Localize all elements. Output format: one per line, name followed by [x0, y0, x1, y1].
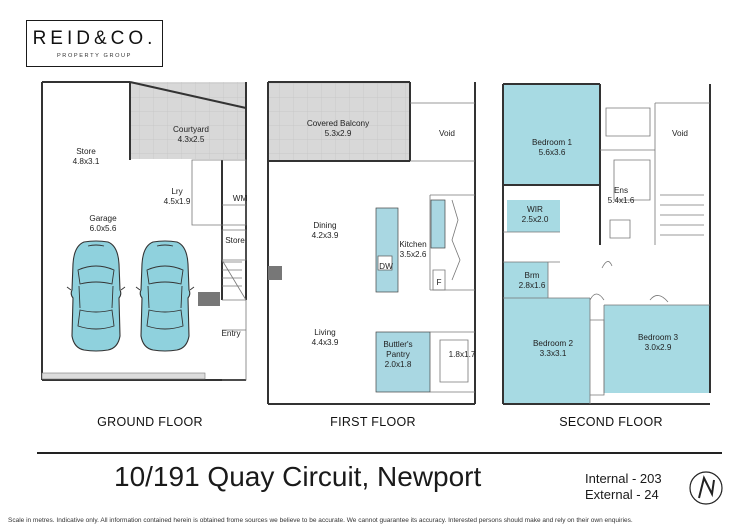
room-pantry-name-2: Pantry	[386, 350, 411, 359]
room-store2-name: Store	[225, 236, 245, 245]
kitchen-island	[375, 207, 399, 293]
bedroom-1-area	[503, 84, 600, 185]
bedroom-3-area	[604, 305, 710, 393]
room-dining-size: 4.2x3.9	[312, 231, 339, 240]
bedroom-2-area	[503, 298, 590, 404]
room-wm-name: WM	[233, 194, 248, 203]
property-address: 10/191 Quay Circuit, Newport	[114, 461, 482, 492]
brand-tagline: PROPERTY GROUP	[56, 53, 133, 59]
floor-label-ground: GROUND FLOOR	[97, 415, 203, 429]
wir-area	[507, 200, 560, 232]
room-balcony-size: 5.3x2.9	[325, 129, 352, 138]
floor-label-second: SECOND FLOOR	[559, 415, 663, 429]
bathroom-area	[503, 262, 548, 298]
room-dw-name: DW	[379, 262, 393, 271]
dishwasher	[377, 255, 393, 271]
courtyard-tiles	[130, 82, 247, 159]
room-bed1-size: 5.6x3.6	[539, 148, 566, 157]
room-entry-name: Entry	[221, 329, 241, 338]
room-store-name: Store	[76, 147, 96, 156]
room-bed1-name: Bedroom 1	[532, 138, 572, 147]
room-powder-size: 1.8x1.7	[449, 350, 476, 359]
room-void1-name: Void	[439, 129, 455, 138]
internal-area: Internal - 203	[585, 471, 662, 486]
room-store-size: 4.8x3.1	[73, 157, 100, 166]
north-arrow-icon	[689, 471, 723, 505]
garage-door	[41, 372, 206, 380]
room-f-name: F	[436, 278, 441, 287]
room-bed2-size: 3.3x3.1	[540, 349, 567, 358]
first-floor-plan: Covered Balcony 5.3x2.9 Void Dining 4.2x…	[267, 81, 476, 429]
brand-logo: REID&CO. PROPERTY GROUP	[26, 20, 163, 67]
room-bed3-name: Bedroom 3	[638, 333, 678, 342]
pantry-area	[375, 331, 431, 393]
room-kitchen-name: Kitchen	[399, 240, 427, 249]
room-pantry-name-1: Buttler's	[383, 340, 412, 349]
room-balcony-name: Covered Balcony	[307, 119, 370, 128]
room-brm-size: 2.8x1.6	[519, 281, 546, 290]
room-wir-name: WIR	[527, 205, 543, 214]
brand-name: REID&CO.	[32, 28, 157, 49]
room-living-size: 4.4x3.9	[312, 338, 339, 347]
car-left-icon	[66, 240, 126, 352]
car-right-icon	[135, 240, 195, 352]
room-kitchen-size: 3.5x2.6	[400, 250, 427, 259]
room-pantry-size: 2.0x1.8	[385, 360, 412, 369]
second-floor-plan: Bedroom 1 5.6x3.6 Void Ens 5.4x1.6 WIR 2…	[502, 83, 711, 429]
room-bed2-name: Bedroom 2	[533, 339, 573, 348]
room-courtyard-name: Courtyard	[173, 125, 209, 134]
room-garage-name: Garage	[89, 214, 117, 223]
room-lry-size: 4.5x1.9	[164, 197, 191, 206]
room-lry-name: Lry	[171, 187, 183, 196]
room-brm-name: Brm	[524, 271, 539, 280]
balcony-tiles	[268, 82, 410, 161]
room-void2-name: Void	[672, 129, 688, 138]
floor-label-first: FIRST FLOOR	[330, 415, 416, 429]
first-column	[268, 266, 282, 280]
room-ens-size: 5.4x1.6	[608, 196, 635, 205]
external-area: External - 24	[585, 487, 659, 502]
room-wir-size: 2.5x2.0	[522, 215, 549, 224]
room-bed3-size: 3.0x2.9	[645, 343, 672, 352]
ground-column	[198, 292, 220, 306]
divider	[37, 452, 722, 454]
kitchen-bench	[430, 199, 446, 249]
room-dining-name: Dining	[313, 221, 337, 230]
room-living-name: Living	[314, 328, 336, 337]
room-ens-name: Ens	[614, 186, 628, 195]
room-garage-size: 6.0x5.6	[90, 224, 117, 233]
ground-floor-plan: Store 4.8x3.1 Courtyard 4.3x2.5 Lry 4.5x…	[41, 81, 248, 429]
disclaimer-text: Scale in metres. Indicative only. All in…	[8, 517, 633, 524]
room-courtyard-size: 4.3x2.5	[178, 135, 205, 144]
